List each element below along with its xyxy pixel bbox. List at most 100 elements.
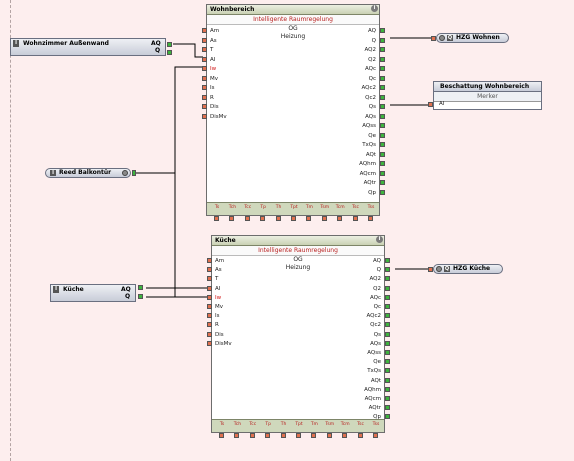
input-pin-r[interactable] [207, 322, 212, 328]
output-pin-aqhm[interactable] [380, 161, 385, 166]
bottom-input-pin-tcm[interactable] [342, 433, 348, 438]
output-pin-aqt[interactable] [380, 151, 385, 157]
bottom-input-pin-tcc[interactable] [249, 433, 255, 438]
input-pin-is[interactable] [207, 313, 212, 319]
input-pin-dismv[interactable] [202, 113, 207, 119]
output-pin-aqcm[interactable] [385, 396, 390, 401]
output-pin-aqhm[interactable] [385, 386, 390, 392]
output-pin-qc[interactable] [380, 75, 385, 81]
bottom-input-pin-tch[interactable] [229, 216, 235, 221]
output-pin-aqtr[interactable] [385, 405, 390, 411]
info-icon[interactable]: i [371, 5, 378, 12]
merker-block-beschattung[interactable]: Beschattung Wohnbereich Merker AI [433, 81, 542, 110]
readout-icon[interactable] [436, 266, 442, 272]
info-icon[interactable]: i [376, 236, 383, 243]
output-pin-aq2[interactable] [380, 47, 385, 52]
bottom-input-pin-tsm[interactable] [321, 216, 327, 221]
input-pin-ai[interactable] [428, 102, 433, 107]
output-pin-aqtr[interactable] [380, 180, 385, 185]
output-pin-q[interactable] [380, 37, 385, 43]
output-pin-aqcm[interactable] [380, 170, 385, 176]
input-pin-t[interactable] [207, 276, 212, 282]
input-pin-iw[interactable] [207, 294, 212, 300]
bottom-input-pin-tm[interactable] [311, 433, 317, 438]
bottom-input-pin-tch[interactable] [234, 433, 240, 438]
input-pin-ai[interactable] [202, 56, 207, 62]
output-pin-aqss[interactable] [380, 123, 385, 128]
output-pin-q2[interactable] [385, 285, 390, 291]
input-pin[interactable] [431, 36, 436, 41]
output-pin-aq[interactable] [380, 28, 385, 33]
bottom-input-pin-tss[interactable] [373, 433, 378, 438]
output-pin-aqc2[interactable] [385, 313, 390, 319]
input-pin-dismv[interactable] [207, 340, 212, 346]
output-pin-aq2[interactable] [385, 276, 390, 282]
output-pin-aq[interactable] [138, 285, 143, 290]
output-pin-qe[interactable] [380, 132, 385, 138]
output-pin-txqs[interactable] [380, 142, 385, 147]
output-pin-qe[interactable] [385, 359, 390, 365]
output-pin-q[interactable] [167, 50, 172, 55]
input-pin-as[interactable] [202, 37, 207, 43]
input-pin-as[interactable] [207, 267, 212, 273]
bottom-input-pin-tpt[interactable] [296, 433, 301, 438]
output-pill-hzg-wohnen[interactable]: Q HZG Wohnen [436, 33, 509, 43]
input-pin-t[interactable] [202, 47, 207, 52]
output-pin-txqs[interactable] [385, 368, 390, 374]
readout-icon[interactable] [122, 170, 128, 176]
output-pin-q[interactable] [385, 267, 390, 273]
output-pin-qc[interactable] [385, 304, 390, 309]
function-block-wohnbereich[interactable]: Wohnbereich i Intelligente Raumregelung … [206, 4, 380, 216]
bottom-input-pin-th[interactable] [275, 216, 281, 221]
output-pin-qp[interactable] [380, 189, 385, 195]
bottom-input-pin-tcm[interactable] [337, 216, 343, 221]
input-pin-mv[interactable] [207, 304, 212, 309]
bottom-input-pin-ts[interactable] [214, 216, 219, 221]
output-pin[interactable] [132, 170, 136, 176]
bottom-input-pin-tm[interactable] [306, 216, 312, 221]
output-pin-qp[interactable] [385, 414, 390, 420]
input-block-kueche[interactable]: I Küche AQ Q [50, 284, 136, 302]
bottom-input-pin-ts[interactable] [219, 433, 224, 438]
input-pin-am[interactable] [207, 258, 212, 263]
output-pin-aqc[interactable] [380, 66, 385, 71]
output-pill-hzg-kueche[interactable]: Q HZG Küche [433, 264, 503, 274]
bottom-input-pin-tp[interactable] [265, 433, 271, 438]
output-pin-qc2[interactable] [380, 94, 385, 100]
output-pin-aqs[interactable] [385, 340, 390, 346]
output-pin-qs[interactable] [380, 104, 385, 109]
input-pin-dis[interactable] [202, 104, 207, 109]
output-pin-qs[interactable] [385, 331, 390, 337]
input-pin-mv[interactable] [202, 75, 207, 81]
output-pin-aqss[interactable] [385, 350, 390, 355]
bottom-input-pin-tp[interactable] [260, 216, 266, 221]
input-pill-reed[interactable]: I Reed Balkontür [45, 168, 131, 178]
readout-icon[interactable] [439, 35, 445, 41]
output-pin-q[interactable] [138, 294, 143, 299]
input-pin-ai[interactable] [207, 285, 212, 291]
input-pin-am[interactable] [202, 28, 207, 33]
bottom-input-pin-tsc[interactable] [352, 216, 358, 221]
input-pin-dis[interactable] [207, 331, 212, 337]
input-pin[interactable] [428, 267, 433, 272]
bottom-input-pin-tss[interactable] [368, 216, 373, 221]
bottom-input-pin-tpt[interactable] [291, 216, 296, 221]
bottom-input-pin-tsm[interactable] [326, 433, 332, 438]
output-pin-q2[interactable] [380, 56, 385, 62]
bottom-input-pin-tcc[interactable] [244, 216, 250, 221]
function-block-kueche[interactable]: Küche i Intelligente Raumregelung OG Hei… [211, 235, 385, 433]
output-pin-aqs[interactable] [380, 113, 385, 119]
input-pin-is[interactable] [202, 85, 207, 90]
output-pin-aqc2[interactable] [380, 85, 385, 90]
bottom-input-pin-tsc[interactable] [357, 433, 363, 438]
input-block-wohnzimmer[interactable]: I Wohnzimmer Außenwand AQ Q [10, 38, 166, 56]
input-pin-iw[interactable] [202, 66, 207, 71]
output-pin-aq[interactable] [385, 258, 390, 263]
input-pin-r[interactable] [202, 94, 207, 100]
output-pin-aqt[interactable] [385, 377, 390, 383]
output-pin-aqc[interactable] [385, 294, 390, 300]
output-pin-qc2[interactable] [385, 322, 390, 328]
output-pin-aq[interactable] [167, 42, 172, 47]
bottom-input-pin-th[interactable] [280, 433, 286, 438]
